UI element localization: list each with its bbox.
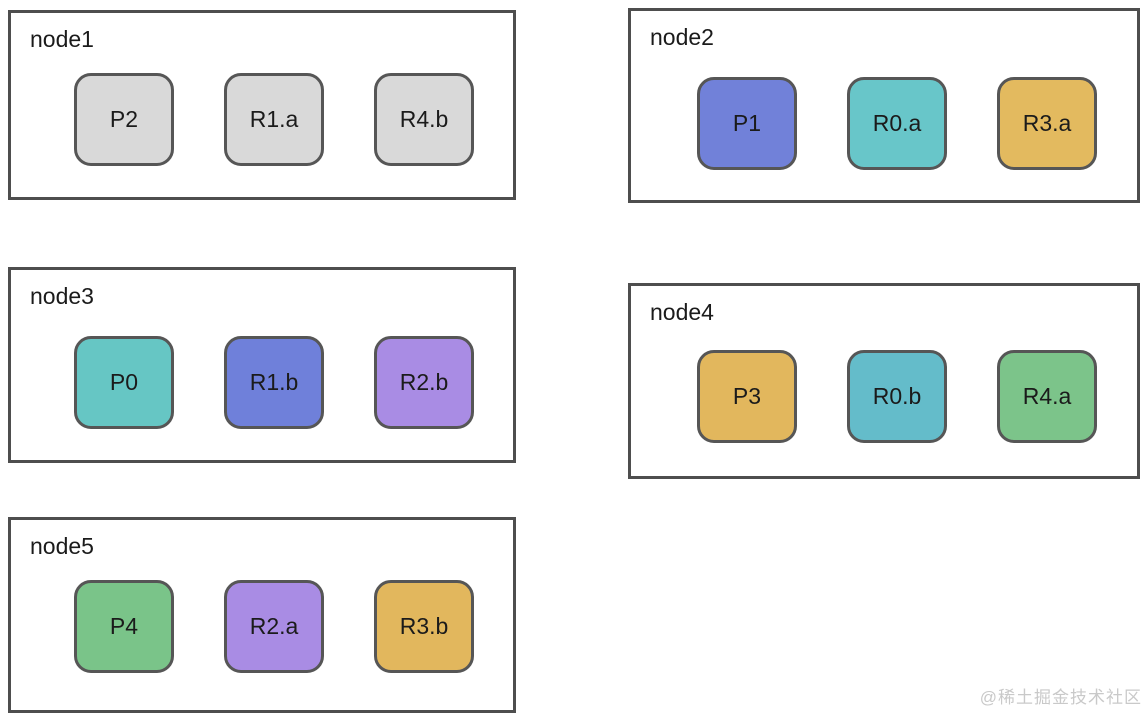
node1-box-row: P2 R1.a R4.b <box>74 73 474 166</box>
node1-title: node1 <box>30 26 94 52</box>
box-p4: P4 <box>74 580 174 673</box>
box-r2a: R2.a <box>224 580 324 673</box>
node3-container: node3 P0 R1.b R2.b <box>8 267 516 463</box>
box-r3b: R3.b <box>374 580 474 673</box>
node5-container: node5 P4 R2.a R3.b <box>8 517 516 713</box>
node4-container: node4 P3 R0.b R4.a <box>628 283 1140 479</box>
node2-box-row: P1 R0.a R3.a <box>697 77 1097 170</box>
box-p1: P1 <box>697 77 797 170</box>
box-r3a: R3.a <box>997 77 1097 170</box>
node5-title: node5 <box>30 533 94 559</box>
node2-container: node2 P1 R0.a R3.a <box>628 8 1140 203</box>
node3-title: node3 <box>30 283 94 309</box>
box-r0a: R0.a <box>847 77 947 170</box>
node4-title: node4 <box>650 299 714 325</box>
box-p0: P0 <box>74 336 174 429</box>
box-r1a: R1.a <box>224 73 324 166</box>
box-r4a: R4.a <box>997 350 1097 443</box>
box-r0b: R0.b <box>847 350 947 443</box>
box-p3: P3 <box>697 350 797 443</box>
box-p2: P2 <box>74 73 174 166</box>
node2-title: node2 <box>650 24 714 50</box>
node5-box-row: P4 R2.a R3.b <box>74 580 474 673</box>
node4-box-row: P3 R0.b R4.a <box>697 350 1097 443</box>
box-r4b: R4.b <box>374 73 474 166</box>
node3-box-row: P0 R1.b R2.b <box>74 336 474 429</box>
box-r1b: R1.b <box>224 336 324 429</box>
node1-container: node1 P2 R1.a R4.b <box>8 10 516 200</box>
watermark-text: @稀土掘金技术社区 <box>979 688 1142 707</box>
box-r2b: R2.b <box>374 336 474 429</box>
